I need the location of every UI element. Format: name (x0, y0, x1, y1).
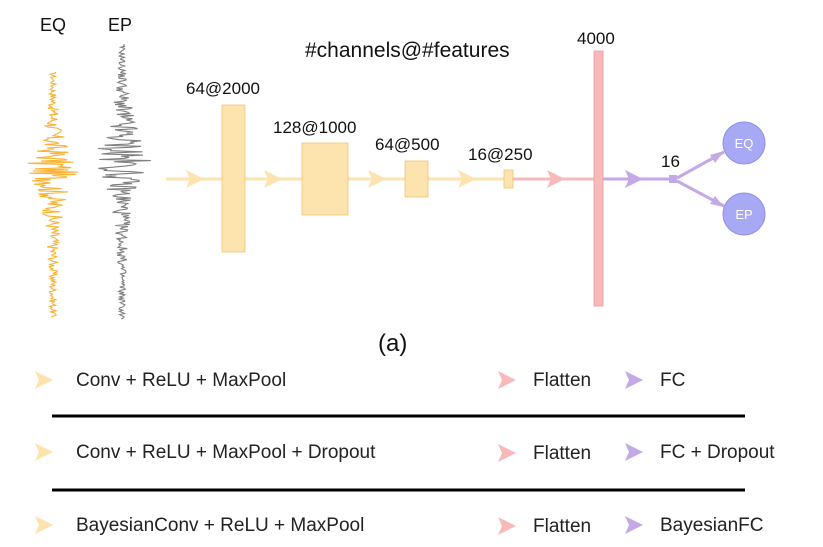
eq-signal-label: EQ (40, 15, 66, 35)
conv-arrow-4 (458, 170, 476, 188)
flatten-block (593, 50, 604, 307)
layer-label-6: 16 (661, 152, 680, 171)
conv-block-2 (301, 142, 349, 216)
ep-wave-trace (98, 43, 151, 320)
flatten-arrow (547, 170, 565, 188)
legend-conv-arrow-icon-1 (35, 371, 53, 389)
conv-arrow-2 (264, 170, 282, 188)
legend-fc-2: FC + Dropout (660, 442, 775, 463)
legend-flatten-arrow-icon-1 (498, 371, 516, 389)
legend-conv-arrow-icon-2 (35, 443, 53, 461)
branch-arrow-eq (710, 151, 724, 163)
legend-flatten-arrow-icon-3 (498, 517, 516, 535)
eq-waveform (27, 71, 79, 318)
output-label-eq: EQ (735, 136, 754, 151)
legend-conv-1: Conv + ReLU + MaxPool (76, 370, 286, 391)
legend: Conv + ReLU + MaxPool Flatten FC Conv + … (35, 370, 775, 537)
layer-label-3: 64@500 (375, 135, 440, 154)
eq-wave-trace (27, 71, 79, 318)
branch-arrow-ep (710, 196, 724, 207)
legend-fc-1: FC (660, 370, 685, 391)
output-node-ep (722, 192, 766, 236)
legend-flatten-2: Flatten (533, 443, 591, 464)
layer-label-2: 128@1000 (273, 118, 356, 137)
layer-label-1: 64@2000 (186, 79, 260, 98)
output-branches (676, 150, 725, 208)
legend-flatten-arrow-icon-2 (498, 444, 516, 462)
fc-arrow (625, 170, 643, 188)
layer-label-4: 16@250 (468, 145, 533, 164)
legend-fc-arrow-icon-3 (625, 516, 643, 534)
fc-node (669, 175, 677, 183)
conv-block-3 (404, 160, 429, 198)
ep-waveform (98, 43, 151, 320)
legend-flatten-1: Flatten (533, 370, 591, 391)
channels-features-header: #channels@#features (305, 39, 510, 62)
legend-fc-arrow-icon-1 (625, 371, 643, 389)
conv-block-1 (221, 104, 246, 253)
conv-block-4 (503, 169, 514, 189)
layer-label-5: 4000 (577, 29, 615, 48)
ep-signal-label: EP (108, 15, 132, 35)
legend-flatten-3: Flatten (533, 516, 591, 537)
legend-fc-3: BayesianFC (660, 515, 764, 536)
conv-arrow-1 (186, 170, 204, 188)
legend-conv-3: BayesianConv + ReLU + MaxPool (76, 515, 364, 536)
output-node-eq (722, 121, 766, 165)
output-label-ep: EP (735, 207, 752, 222)
legend-conv-arrow-icon-3 (35, 516, 53, 534)
legend-conv-2: Conv + ReLU + MaxPool + Dropout (76, 442, 376, 463)
figure-caption: (a) (378, 330, 407, 357)
conv-arrow-3 (368, 170, 386, 188)
legend-fc-arrow-icon-2 (625, 443, 643, 461)
